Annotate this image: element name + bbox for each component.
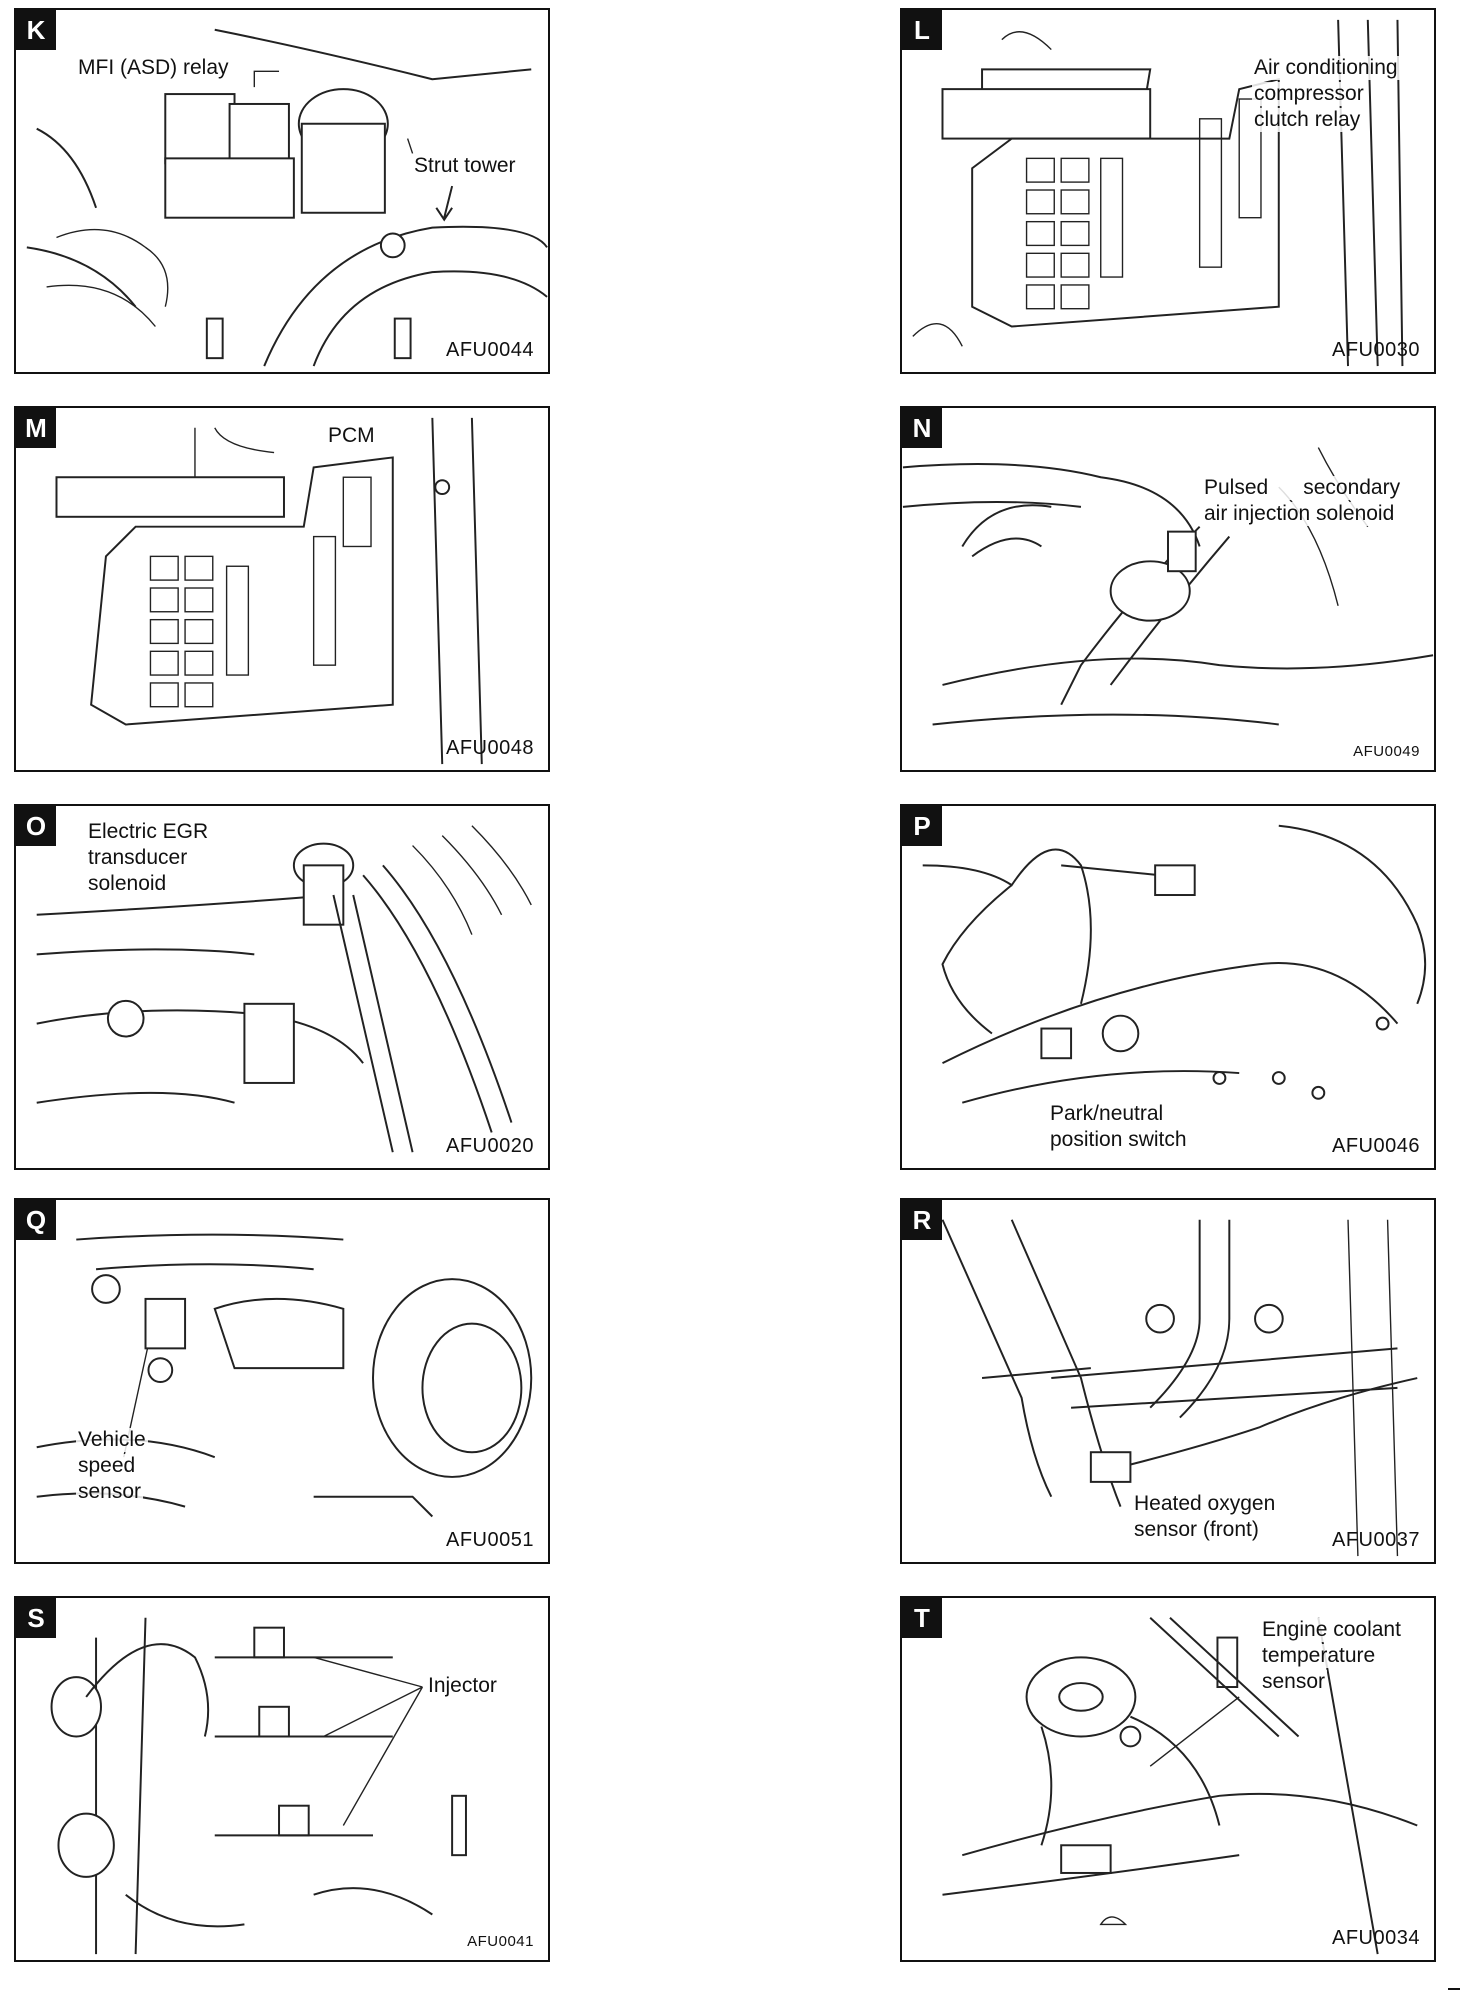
panel-letter: S bbox=[16, 1598, 56, 1638]
label-position-switch: position switch bbox=[1048, 1128, 1189, 1152]
label-pcm: PCM bbox=[326, 424, 377, 448]
figure-code: AFU0041 bbox=[467, 1933, 534, 1950]
label-ac-relay-3: clutch relay bbox=[1252, 108, 1363, 132]
panel-m: M PCM AFU0048 bbox=[14, 406, 550, 772]
panel-letter: T bbox=[902, 1598, 942, 1638]
illustration-o bbox=[36, 825, 532, 1153]
figure-code: AFU0048 bbox=[446, 737, 534, 759]
panel-letter: P bbox=[902, 806, 942, 846]
panel-r: R Heated oxygen sensor (front) AFU0037 bbox=[900, 1198, 1436, 1564]
label-ac-relay-2: compressor bbox=[1252, 82, 1366, 106]
label-heated-oxygen: Heated oxygen bbox=[1132, 1492, 1278, 1516]
figure-code: AFU0051 bbox=[446, 1529, 534, 1551]
illustration-p bbox=[922, 824, 1427, 1104]
label-ac-relay-1: Air conditioning bbox=[1252, 56, 1400, 80]
illustration-s bbox=[50, 1617, 467, 1955]
label-vehicle: Vehicle bbox=[76, 1428, 148, 1452]
panel-t: T Engine coolant temperature sensor AFU0… bbox=[900, 1596, 1436, 1962]
figure-code: AFU0046 bbox=[1332, 1135, 1420, 1157]
panel-letter: Q bbox=[16, 1200, 56, 1240]
panel-letter: N bbox=[902, 408, 942, 448]
illustration-k bbox=[26, 28, 548, 367]
label-engine-coolant: Engine coolant bbox=[1260, 1618, 1403, 1642]
illustration-t bbox=[942, 1617, 1418, 1955]
illustration-l bbox=[912, 19, 1404, 367]
panel-letter: L bbox=[902, 10, 942, 50]
label-egr-1: Electric EGR bbox=[86, 820, 211, 844]
panel-n: N Pulsed secondary air injection solenoi… bbox=[900, 406, 1436, 772]
panel-q: Q Vehicle speed sensor AFU0051 bbox=[14, 1198, 550, 1564]
panel-k: K MFI (ASD) relay Strut tower AFU0044 bbox=[14, 8, 550, 374]
panel-o: O Electric EGR transducer solenoid AFU00… bbox=[14, 804, 550, 1170]
figure-code: AFU0049 bbox=[1353, 743, 1420, 760]
label-air-injection-solenoid: air injection solenoid bbox=[1202, 502, 1397, 526]
panel-p: P Park/neutral position switch AFU0046 bbox=[900, 804, 1436, 1170]
illustration-m bbox=[55, 417, 483, 765]
panel-letter: O bbox=[16, 806, 56, 846]
figure-code: AFU0030 bbox=[1332, 339, 1420, 361]
label-park-neutral: Park/neutral bbox=[1048, 1102, 1166, 1126]
illustration-r bbox=[941, 1219, 1418, 1557]
page-dash-mark bbox=[1448, 1988, 1460, 1990]
label-sensor-front: sensor (front) bbox=[1132, 1518, 1261, 1542]
panel-l: L Air conditioning compressor clutch rel… bbox=[900, 8, 1436, 374]
label-pulsed-secondary: Pulsed secondary bbox=[1202, 476, 1403, 500]
label-speed: speed bbox=[76, 1454, 138, 1478]
label-sensor: sensor bbox=[76, 1480, 144, 1504]
label-sensor: sensor bbox=[1260, 1670, 1328, 1694]
figure-code: AFU0044 bbox=[446, 339, 534, 361]
figure-code: AFU0020 bbox=[446, 1135, 534, 1157]
illustration-q bbox=[36, 1233, 533, 1518]
label-injector: Injector bbox=[426, 1674, 499, 1698]
label-strut-tower: Strut tower bbox=[412, 154, 518, 178]
panel-letter: R bbox=[902, 1200, 942, 1240]
label-egr-2: transducer bbox=[86, 846, 190, 870]
illustration-n bbox=[902, 447, 1434, 726]
panel-letter: K bbox=[16, 10, 56, 50]
figure-code: AFU0037 bbox=[1332, 1529, 1420, 1551]
label-temperature: temperature bbox=[1260, 1644, 1378, 1668]
panel-s: S Injector AFU0041 bbox=[14, 1596, 550, 1962]
figure-code: AFU0034 bbox=[1332, 1927, 1420, 1949]
label-mfi-asd-relay: MFI (ASD) relay bbox=[76, 56, 231, 80]
panel-letter: M bbox=[16, 408, 56, 448]
label-egr-3: solenoid bbox=[86, 872, 169, 896]
